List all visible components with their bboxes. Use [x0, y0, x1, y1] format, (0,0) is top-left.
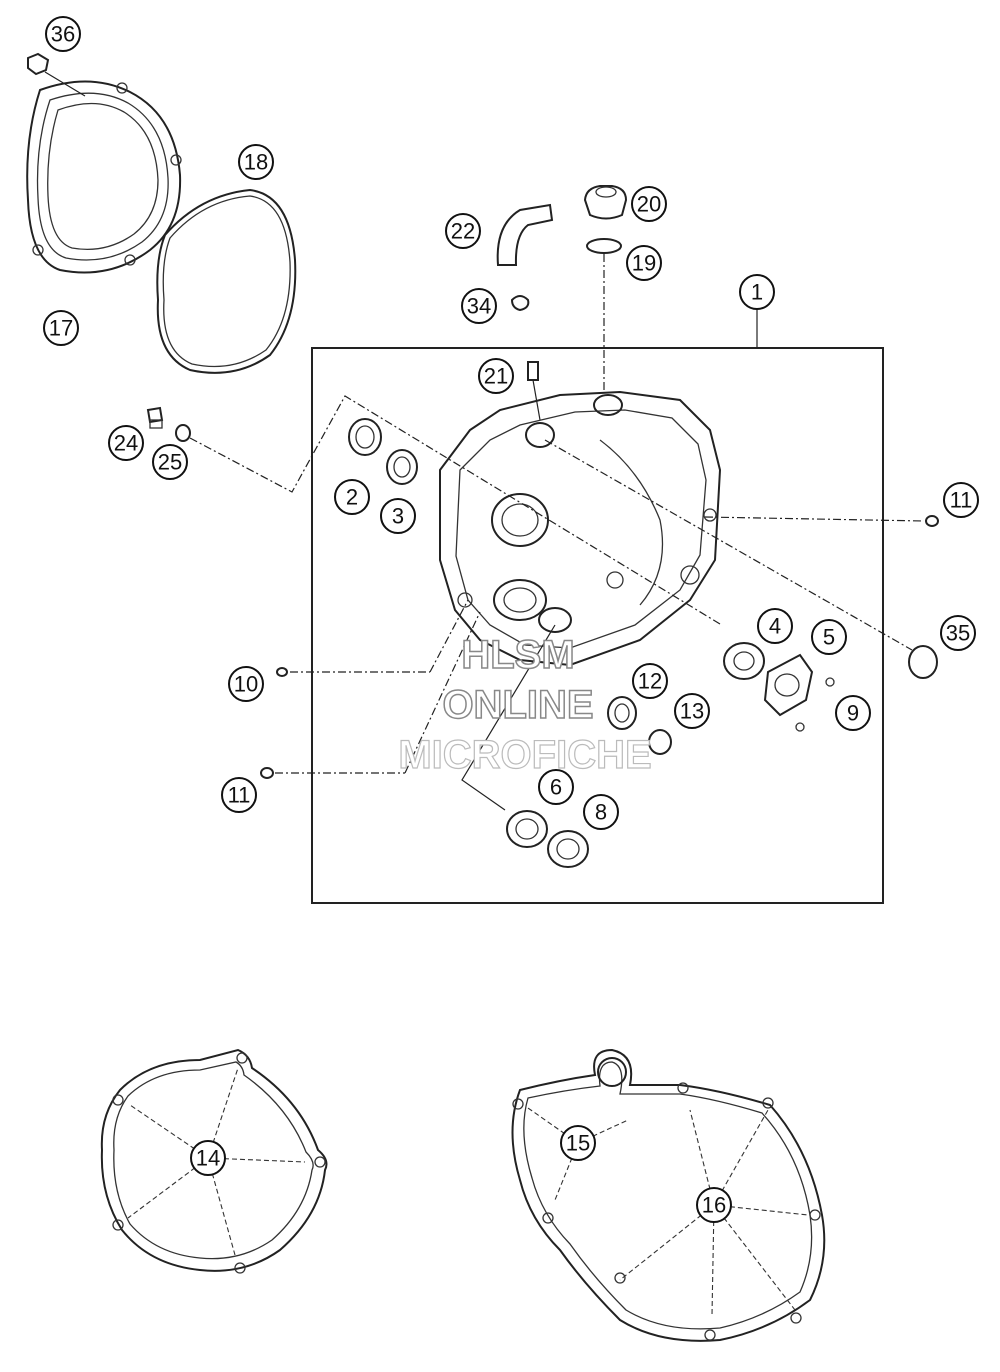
clutch-housing-part [439, 390, 722, 667]
callout-11-right: 11 [943, 482, 979, 518]
callout-24: 24 [108, 425, 144, 461]
assembly-frame [311, 310, 884, 904]
bearing-cover-part [763, 653, 814, 717]
circlip-13-part [648, 729, 672, 755]
callout-18: 18 [238, 144, 274, 180]
o-ring-35-part [544, 439, 938, 679]
callout-16-label: 16 [702, 1193, 726, 1218]
callout-20-label: 20 [637, 192, 661, 217]
callout-14: 14 [190, 1140, 226, 1176]
callout-4-label: 4 [769, 614, 781, 639]
callout-24-label: 24 [114, 431, 138, 456]
callout-12: 12 [632, 663, 668, 699]
callout-14-label: 14 [196, 1146, 220, 1171]
callout-25-label: 25 [158, 450, 182, 475]
dowel-right-part [704, 515, 939, 527]
callout-8: 8 [583, 794, 619, 830]
callout-17: 17 [43, 310, 79, 346]
callout-10-label: 10 [234, 672, 258, 697]
callout-11-left-label: 11 [228, 783, 251, 808]
watermark-line-2: ONLINE [442, 683, 593, 727]
seal-2-part [348, 418, 382, 456]
watermark-line-3: MICROFICHE [398, 733, 651, 777]
watermark-line-1: HLSM [461, 633, 574, 677]
callout-13-label: 13 [680, 699, 704, 724]
callout-25: 25 [152, 444, 188, 480]
callout-3: 3 [380, 498, 416, 534]
callout-17-label: 17 [49, 316, 73, 341]
seal-6-part [506, 810, 548, 848]
callout-22-label: 22 [451, 219, 475, 244]
hose-part [496, 203, 554, 266]
callout-1: 1 [739, 274, 775, 310]
seal-8-part [547, 830, 589, 868]
callout-22: 22 [445, 213, 481, 249]
callout-4: 4 [757, 608, 793, 644]
callout-19: 19 [626, 245, 662, 281]
callout-5-label: 5 [823, 625, 835, 650]
bearing-part [723, 642, 765, 680]
callout-12-label: 12 [638, 669, 662, 694]
callout-1-label: 1 [751, 280, 763, 305]
watermark: HLSM ONLINE MICROFICHE [398, 632, 653, 777]
callout-6-label: 6 [550, 775, 562, 800]
callout-11-right-label: 11 [950, 488, 973, 513]
bleed-screw-part [527, 361, 541, 421]
callout-36-label: 36 [51, 22, 75, 47]
callout-11-left: 11 [221, 777, 257, 813]
clamp-part [510, 295, 530, 312]
callout-9: 9 [835, 695, 871, 731]
callout-34: 34 [461, 288, 497, 324]
cap-part [583, 185, 628, 220]
screw-9-part [795, 677, 835, 732]
washer-part [175, 424, 191, 442]
callout-21-label: 21 [484, 364, 508, 389]
seal-12-part [607, 696, 637, 730]
callout-2-label: 2 [346, 485, 358, 510]
drain-plug-part [146, 406, 164, 429]
seal-3-part [386, 449, 418, 485]
callout-35: 35 [940, 615, 976, 651]
callout-16: 16 [696, 1187, 732, 1223]
callout-18-label: 18 [244, 150, 268, 175]
callout-19-label: 19 [632, 251, 656, 276]
callout-34-label: 34 [467, 294, 491, 319]
cover-screw-part [27, 52, 86, 97]
callout-3-label: 3 [392, 504, 404, 529]
callout-15-label: 15 [566, 1131, 590, 1156]
cover-gasket-part [156, 188, 297, 374]
callout-10: 10 [228, 666, 264, 702]
callout-2: 2 [334, 479, 370, 515]
dowel-11-left-part [260, 611, 481, 779]
cap-o-ring-part [586, 238, 622, 392]
callout-9-label: 9 [847, 701, 859, 726]
callout-36: 36 [45, 16, 81, 52]
callout-15: 15 [560, 1125, 596, 1161]
gasket-16-part [511, 1048, 826, 1342]
outer-clutch-cover-part [26, 80, 182, 274]
callout-5: 5 [811, 619, 847, 655]
callout-21: 21 [478, 358, 514, 394]
callout-8-label: 8 [595, 800, 607, 825]
callout-6: 6 [538, 769, 574, 805]
callout-35-label: 35 [946, 621, 970, 646]
callout-20: 20 [631, 186, 667, 222]
dowel-10-part [276, 599, 469, 677]
callout-13: 13 [674, 693, 710, 729]
